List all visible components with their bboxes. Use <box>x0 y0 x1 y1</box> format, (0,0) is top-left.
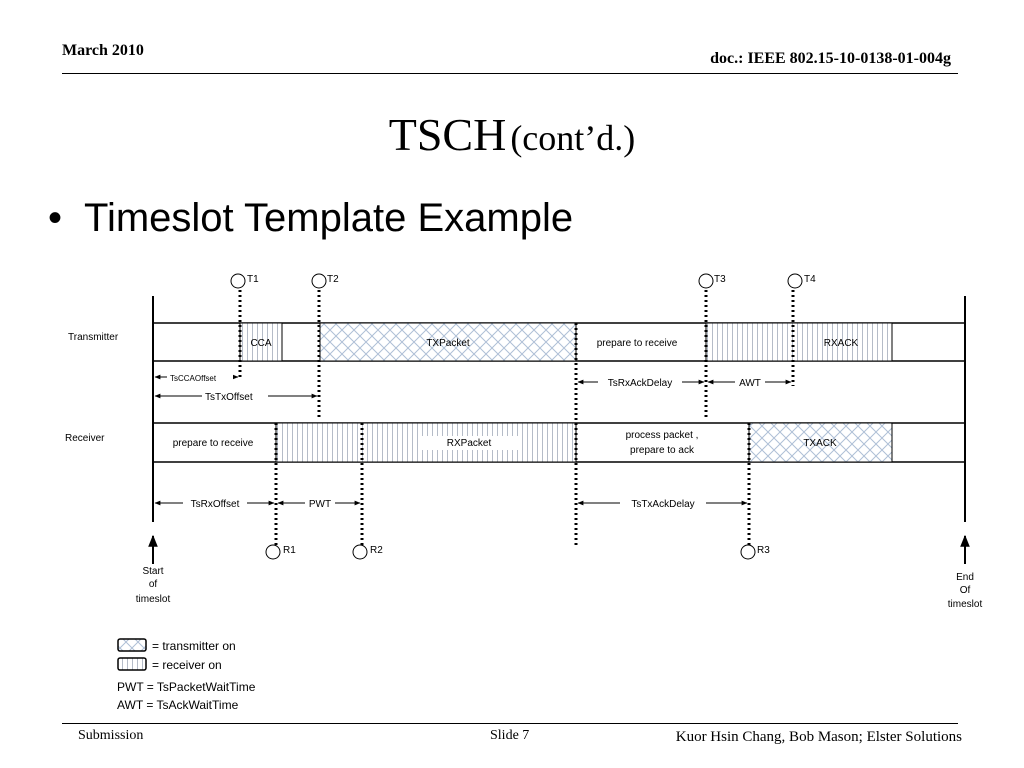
t2-clock-icon <box>311 273 327 289</box>
t1-clock-icon <box>230 273 246 289</box>
t4-label: T4 <box>804 274 816 285</box>
r3-clock-icon <box>740 544 756 560</box>
rx-packet-label: RXPacket <box>447 438 492 449</box>
header-rule <box>62 73 958 74</box>
end-label-1: End <box>956 572 974 583</box>
ts-rx-ack-delay-label: TsRxAckDelay <box>608 378 672 389</box>
rx-txack-label: TXACK <box>803 438 837 449</box>
t2-label: T2 <box>327 274 339 285</box>
start-label-1: Start <box>142 566 163 577</box>
slide-title: TSCH (cont’d.) <box>0 108 1024 161</box>
header-date: March 2010 <box>62 42 144 59</box>
legend-receiver-swatch <box>117 657 147 671</box>
t3-label: T3 <box>714 274 726 285</box>
footer-submission: Submission <box>78 728 144 743</box>
t4-clock-icon <box>787 273 803 289</box>
rx-process-label-2: prepare to ack <box>630 445 695 456</box>
bullet-item: • Timeslot Template Example <box>48 196 573 241</box>
bullet-text: Timeslot Template Example <box>84 196 574 240</box>
legend-transmitter-label: = transmitter on <box>152 639 236 653</box>
r3-label: R3 <box>757 545 770 556</box>
footer-slide-number: Slide 7 <box>490 728 530 743</box>
start-label-3: timeslot <box>136 594 171 605</box>
tx-rxack-label: RXACK <box>824 338 859 349</box>
end-label-2: Of <box>960 585 971 596</box>
ts-tx-offset-label: TsTxOffset <box>205 392 253 403</box>
row-label-receiver: Receiver <box>65 433 105 444</box>
pwt-label: PWT <box>309 499 331 510</box>
legend-pwt-definition: PWT = TsPacketWaitTime <box>117 680 256 694</box>
title-sub: (cont’d.) <box>510 118 636 158</box>
rx-txack-block <box>748 422 893 463</box>
t3-clock-icon <box>698 273 714 289</box>
awt-label: AWT <box>739 378 761 389</box>
legend-transmitter-swatch <box>117 638 147 652</box>
bullet-dot-icon: • <box>48 196 63 240</box>
rx-prepare-label: prepare to receive <box>173 438 254 449</box>
t1-label: T1 <box>247 274 259 285</box>
footer-rule <box>62 723 958 724</box>
ts-cca-offset-label: TsCCAOffset <box>170 374 217 383</box>
tx-rxack-block <box>705 322 893 362</box>
legend-awt-definition: AWT = TsAckWaitTime <box>117 698 239 712</box>
r2-label: R2 <box>370 545 383 556</box>
ts-rx-offset-label: TsRxOffset <box>191 499 240 510</box>
tx-packet-block <box>319 322 577 362</box>
footer-authors: Kuor Hsin Chang, Bob Mason; Elster Solut… <box>675 729 962 745</box>
r1-clock-icon <box>265 544 281 560</box>
row-label-transmitter: Transmitter <box>68 332 119 343</box>
tx-packet-label: TXPacket <box>426 338 470 349</box>
header-doc-id: doc.: IEEE 802.15-10-0138-01-004g <box>710 50 951 67</box>
r1-label: R1 <box>283 545 296 556</box>
legend-receiver-label: = receiver on <box>152 658 222 672</box>
tx-prepare-label: prepare to receive <box>597 338 678 349</box>
start-label-2: of <box>149 579 158 590</box>
tx-cca-block <box>239 322 283 362</box>
title-main: TSCH <box>388 109 507 160</box>
tx-cca-label: CCA <box>250 338 271 349</box>
ts-tx-ack-delay-label: TsTxAckDelay <box>631 499 694 510</box>
rx-process-label-1: process packet , <box>626 430 699 441</box>
r2-clock-icon <box>352 544 368 560</box>
end-label-3: timeslot <box>948 599 983 610</box>
